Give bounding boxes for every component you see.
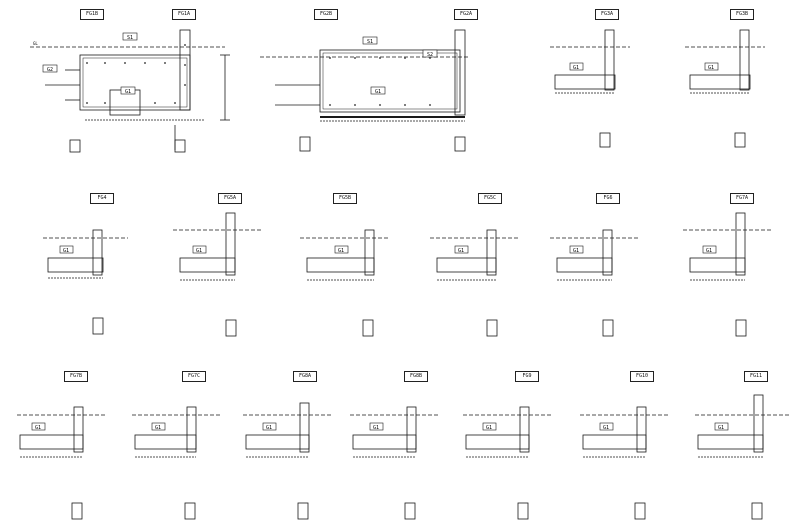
girder-label-fg3b: G1	[708, 65, 714, 71]
section-detail-fg7c: G1	[132, 406, 222, 520]
section-detail-fg1: S1 G2 G1 GL	[30, 29, 230, 153]
detail-title-fg7a: FG7A	[730, 193, 754, 204]
detail-title-fg7b: FG7B	[64, 371, 88, 382]
section-detail-fg10: G1	[580, 406, 670, 520]
detail-title-fg2a: FG2A	[454, 9, 478, 20]
detail-title-fg1b: FG1B	[80, 9, 104, 20]
section-detail-fg7b: G1	[17, 406, 107, 520]
girder-label-g1-fg2: G1	[375, 89, 381, 95]
girder-label-fg4: G1	[63, 248, 69, 254]
slab-label-s1-fg2: S1	[367, 39, 373, 45]
girder-label-fg7a: G1	[706, 248, 712, 254]
section-detail-fg5a: G1	[173, 212, 263, 337]
girder-label-fg9: G1	[486, 425, 492, 431]
detail-title-fg3a: FG3A	[595, 9, 619, 20]
detail-title-fg5b: FG5B	[333, 193, 357, 204]
ground-level-label: GL	[33, 41, 38, 46]
detail-title-fg1a: FG1A	[172, 9, 196, 20]
detail-title-fg3b: FG3B	[730, 9, 754, 20]
section-detail-fg11: G1	[695, 394, 790, 520]
detail-title-fg4: FG4	[90, 193, 114, 204]
girder-label-fg8a: G1	[266, 425, 272, 431]
girder-label-fg7c: G1	[155, 425, 161, 431]
detail-title-fg8a: FG8A	[293, 371, 317, 382]
detail-title-fg5a: FG5A	[218, 193, 242, 204]
slab-label-s1: S1	[127, 35, 133, 41]
slab-label-s2: S2	[427, 52, 433, 58]
detail-title-fg11: FG11	[744, 371, 768, 382]
girder-label-fg7b: G1	[35, 425, 41, 431]
girder-label-g1: G1	[125, 89, 131, 95]
section-detail-fg5b: G1	[300, 229, 390, 337]
section-detail-fg3a: G1	[550, 29, 630, 148]
section-detail-fg7a: G1	[683, 212, 773, 337]
detail-title-fg2b: FG2B	[314, 9, 338, 20]
detail-title-fg5c: FG5C	[478, 193, 502, 204]
detail-title-fg7c: FG7C	[182, 371, 206, 382]
girder-label-fg5a: G1	[196, 248, 202, 254]
section-detail-fg8a: G1	[243, 402, 333, 520]
section-detail-fg8b: G1	[350, 406, 440, 520]
girder-label-fg5c: G1	[458, 248, 464, 254]
girder-label-fg6: G1	[573, 248, 579, 254]
detail-title-fg6: FG6	[596, 193, 620, 204]
section-detail-fg2: S1 S2 G1	[260, 29, 470, 152]
section-detail-fg4: G1	[43, 229, 128, 335]
section-detail-fg6: G1	[550, 229, 640, 337]
girder-label-fg11: G1	[718, 425, 724, 431]
detail-title-fg10: FG10	[630, 371, 654, 382]
girder-label-fg3a: G1	[573, 65, 579, 71]
detail-title-fg9: FG9	[515, 371, 539, 382]
section-detail-fg3b: G1	[685, 29, 765, 148]
detail-title-fg8b: FG8B	[404, 371, 428, 382]
girder-label-fg5b: G1	[338, 248, 344, 254]
girder-label-g2: G2	[47, 67, 53, 73]
girder-label-fg10: G1	[603, 425, 609, 431]
section-detail-fg9: G1	[463, 406, 553, 520]
girder-label-fg8b: G1	[373, 425, 379, 431]
section-detail-fg5c: G1	[430, 229, 520, 337]
